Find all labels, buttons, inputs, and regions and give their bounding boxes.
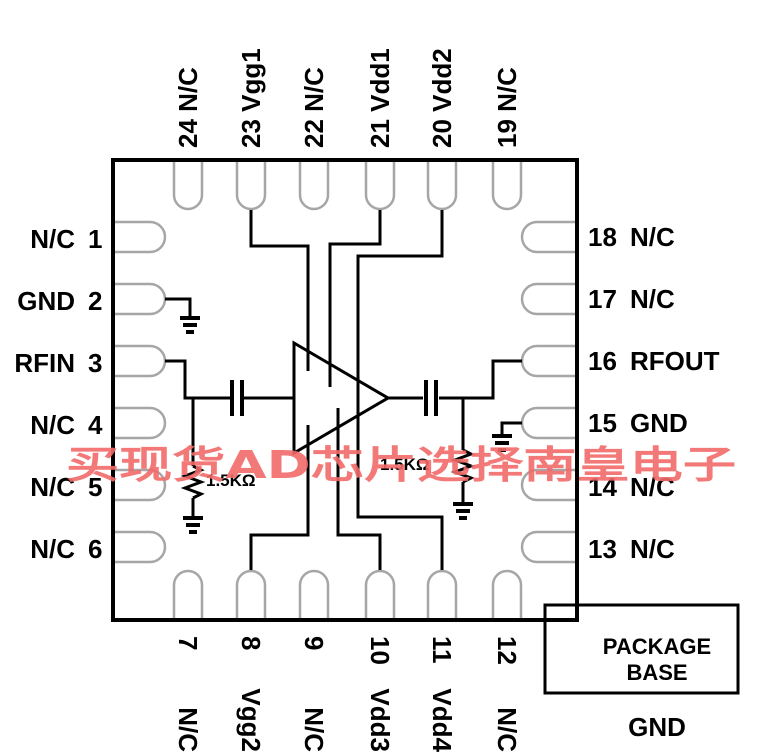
pin-17-num: 17 bbox=[588, 284, 617, 314]
right-pads bbox=[520, 220, 575, 564]
pad-10 bbox=[364, 569, 396, 618]
pad-5 bbox=[115, 468, 167, 502]
pin-16-name: RFOUT bbox=[630, 346, 720, 376]
pin-18-name: N/C bbox=[630, 222, 675, 252]
pad-8 bbox=[235, 569, 267, 618]
input-network bbox=[165, 297, 294, 534]
pin-17-name: N/C bbox=[630, 284, 675, 314]
pad-1 bbox=[115, 220, 167, 254]
top-bias-lines bbox=[249, 210, 444, 404]
top-labels: 24 N/C 23 Vgg1 22 N/C 21 Vdd1 20 Vdd2 19… bbox=[173, 48, 522, 148]
pad-7 bbox=[172, 569, 204, 618]
pin-22-label: 22 N/C bbox=[299, 67, 329, 148]
pin-3-num: 3 bbox=[88, 348, 102, 378]
pin-24-label: 24 N/C bbox=[173, 67, 203, 148]
pin-6-num: 6 bbox=[88, 534, 102, 564]
pad-11 bbox=[426, 569, 458, 618]
ground-pin2-symbol bbox=[180, 316, 200, 334]
pin-19-label: 19 N/C bbox=[492, 67, 522, 148]
pin-1-num: 1 bbox=[88, 224, 102, 254]
watermark-text: 买现货AD芯片选择南皇电子 bbox=[66, 443, 736, 487]
pin-10-name: Vdd3 bbox=[365, 688, 395, 752]
pin-16-num: 16 bbox=[588, 346, 617, 376]
package-base-line2: BASE bbox=[626, 660, 687, 685]
pad-18 bbox=[520, 220, 575, 254]
ground-pin15-symbol bbox=[492, 434, 512, 452]
pin-15-name: GND bbox=[630, 408, 688, 438]
bottom-bias-lines bbox=[249, 392, 444, 570]
pin-7-name: N/C bbox=[173, 707, 203, 752]
resistor-out-zigzag bbox=[450, 448, 476, 484]
ground-in-symbol bbox=[183, 516, 203, 534]
pin-14-name: N/C bbox=[630, 472, 675, 502]
pin-5-num: 5 bbox=[88, 472, 102, 502]
pin-2-name: GND bbox=[17, 286, 75, 316]
pad-23 bbox=[235, 162, 267, 211]
package-outline bbox=[111, 158, 579, 622]
pad-3 bbox=[115, 344, 167, 378]
pad-16 bbox=[520, 344, 575, 378]
left-labels: N/C 1 GND 2 RFIN 3 N/C 4 N/C 5 N/C 6 bbox=[14, 224, 103, 564]
top-pads bbox=[172, 162, 523, 211]
pin-6-name: N/C bbox=[30, 534, 75, 564]
pin-18-num: 18 bbox=[588, 222, 617, 252]
pin-4-num: 4 bbox=[88, 410, 103, 440]
pin-8-name: Vgg2 bbox=[236, 688, 266, 752]
pad-20 bbox=[426, 162, 458, 211]
ground-out-symbol bbox=[453, 502, 473, 520]
pin-5-name: N/C bbox=[30, 472, 75, 502]
pad-14 bbox=[520, 468, 575, 502]
output-network bbox=[388, 359, 522, 520]
pin-9-num: 9 bbox=[299, 636, 329, 650]
pad-2 bbox=[115, 282, 167, 316]
package-base-box bbox=[543, 603, 740, 695]
pin-8-num: 8 bbox=[236, 636, 266, 650]
pin-11-name: Vdd4 bbox=[427, 688, 457, 752]
pin-9-name: N/C bbox=[299, 707, 329, 752]
pin-10-num: 10 bbox=[365, 636, 395, 665]
pad-4 bbox=[115, 406, 167, 440]
resistor-out-label: 1.5KΩ bbox=[380, 455, 430, 474]
pin-2-num: 2 bbox=[88, 286, 102, 316]
bottom-labels: 7 N/C 8 Vgg2 9 N/C 10 Vdd3 11 Vdd4 12 N/… bbox=[173, 636, 522, 753]
pin-15-num: 15 bbox=[588, 408, 617, 438]
pin-13-num: 13 bbox=[588, 534, 617, 564]
pin-21-label: 21 Vdd1 bbox=[365, 48, 395, 148]
pin-4-name: N/C bbox=[30, 410, 75, 440]
pad-13 bbox=[520, 530, 575, 564]
pin-1-name: N/C bbox=[30, 224, 75, 254]
pad-24 bbox=[172, 162, 204, 211]
pad-21 bbox=[364, 162, 396, 211]
right-labels: 18 N/C 17 N/C 16 RFOUT 15 GND 14 N/C 13 … bbox=[588, 222, 720, 564]
pad-22 bbox=[298, 162, 330, 211]
left-pads bbox=[115, 220, 167, 564]
pin-13-name: N/C bbox=[630, 534, 675, 564]
pad-17 bbox=[520, 282, 575, 316]
pin-20-label: 20 Vdd2 bbox=[427, 48, 457, 148]
resistor-in-zigzag bbox=[180, 464, 206, 500]
pad-19 bbox=[491, 162, 523, 211]
bottom-pads bbox=[172, 569, 523, 618]
pin-14-num: 14 bbox=[588, 472, 617, 502]
pin-12-name: N/C bbox=[492, 707, 522, 752]
pad-12 bbox=[491, 569, 523, 618]
pin-11-num: 11 bbox=[427, 636, 457, 664]
resistor-in-label: 1.5KΩ bbox=[206, 471, 256, 490]
pin-3-name: RFIN bbox=[14, 348, 75, 378]
package-base-line1: PACKAGE bbox=[603, 634, 711, 659]
pad-15 bbox=[520, 406, 575, 440]
pin-7-num: 7 bbox=[173, 636, 203, 650]
pad-9 bbox=[298, 569, 330, 618]
pad-6 bbox=[115, 530, 167, 564]
pin-12-num: 12 bbox=[492, 636, 522, 665]
package-base-gnd-label: GND bbox=[628, 712, 686, 742]
pin-23-label: 23 Vgg1 bbox=[236, 48, 266, 148]
